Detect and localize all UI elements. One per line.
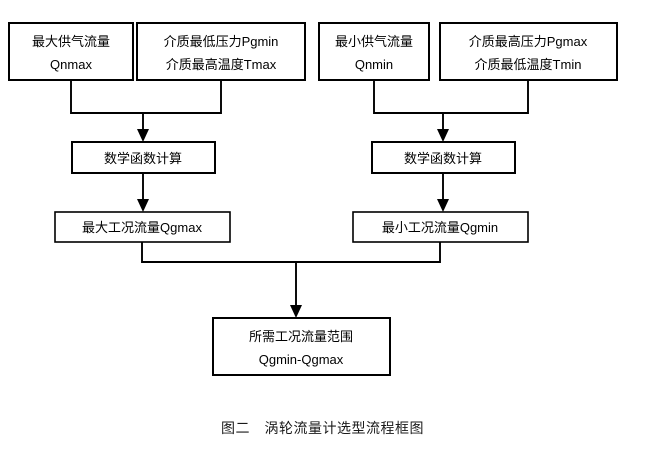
node-label-line1: 最小工况流量Qgmin (382, 220, 498, 235)
connector-merge-results (141, 242, 441, 318)
connector-path (70, 80, 222, 114)
connector-merge-right-inputs (373, 80, 529, 142)
figure-caption: 图二 涡轮流量计选型流程框图 (221, 422, 424, 437)
node-label-line1: 最大供气流量 (32, 34, 110, 49)
node-min-working-flow: 最小工况流量Qgmin (352, 211, 529, 243)
node-label-line1: 数学函数计算 (404, 151, 482, 166)
node-label-line2: Qgmin-Qgmax (259, 352, 344, 367)
node-label-line2: Qnmin (355, 57, 393, 72)
connector-right-calc-to-result (437, 173, 449, 212)
node-label-line2: 介质最低温度Tmin (475, 57, 582, 72)
arrow-head-icon (437, 129, 449, 142)
node-box (352, 211, 529, 243)
node-required-range: 所需工况流量范围 Qgmin-Qgmax (212, 317, 391, 376)
node-medium-min-pressure: 介质最低压力Pgmin 介质最高温度Tmax (136, 22, 306, 81)
node-label-line2: 介质最高温度Tmax (166, 57, 277, 72)
node-math-calc-right: 数学函数计算 (371, 141, 516, 174)
node-box (371, 141, 516, 174)
node-math-calc-left: 数学函数计算 (71, 141, 216, 174)
node-label-line1: 数学函数计算 (104, 151, 182, 166)
node-box (71, 141, 216, 174)
node-box (212, 317, 391, 376)
connector-left-calc-to-result (137, 173, 149, 212)
node-label-line2: Qnmax (50, 57, 92, 72)
connector-path (141, 242, 441, 263)
node-medium-max-pressure: 介质最高压力Pgmax 介质最低温度Tmin (439, 22, 618, 81)
node-box (8, 22, 134, 81)
node-max-supply-flow: 最大供气流量 Qnmax (8, 22, 134, 81)
node-box (54, 211, 231, 243)
arrow-head-icon (137, 199, 149, 212)
node-label-line1: 介质最低压力Pgmin (164, 34, 279, 49)
node-min-supply-flow: 最小供气流量 Qnmin (318, 22, 430, 81)
arrow-head-icon (437, 199, 449, 212)
node-label-line1: 最大工况流量Qgmax (82, 220, 202, 235)
node-label-line1: 最小供气流量 (335, 34, 413, 49)
node-max-working-flow: 最大工况流量Qgmax (54, 211, 231, 243)
arrow-head-icon (290, 305, 302, 318)
node-label-line1: 所需工况流量范围 (249, 329, 353, 344)
connector-path (373, 80, 529, 114)
node-label-line1: 介质最高压力Pgmax (469, 34, 588, 49)
arrow-head-icon (137, 129, 149, 142)
connector-merge-left-inputs (70, 80, 222, 142)
node-box (136, 22, 306, 81)
node-box (439, 22, 618, 81)
